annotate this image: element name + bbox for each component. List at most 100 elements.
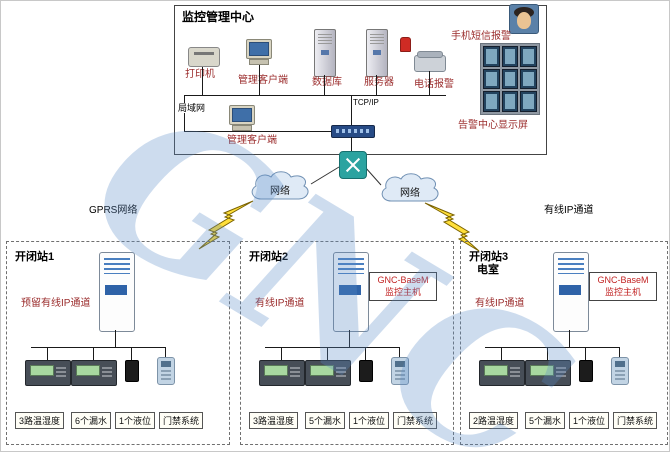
database-label: 数据库: [312, 77, 342, 88]
sms-alarm-label: 手机短信报警: [451, 31, 511, 42]
connector-line: [351, 95, 352, 125]
host-label-line2: 监控主机: [604, 286, 641, 297]
sensor-label: 5个漏水: [305, 412, 346, 429]
access-control-icon: [611, 357, 629, 385]
station3-host-label: GNC-BaseM 监控主机: [589, 272, 657, 302]
station2-title: 开闭站2: [249, 251, 289, 263]
connector-line: [501, 347, 502, 360]
telephone-icon: [414, 51, 446, 72]
connector-line: [265, 347, 400, 348]
station1-title: 开闭站1: [15, 251, 55, 263]
host-label-line1: GNC-BaseM: [597, 275, 649, 285]
connector-line: [281, 347, 282, 360]
station-box-1: 开闭站1 预留有线IP通道 3路温湿度 6个漏水 1个液位 门禁系统: [6, 241, 230, 445]
station2-host-label: GNC-BaseM 监控主机: [369, 272, 437, 302]
connector-line: [131, 347, 132, 360]
sensor-label: 5个漏水: [525, 412, 566, 429]
client1-label: 管理客户端: [238, 75, 288, 86]
water-leak-controller-icon: [305, 360, 351, 386]
connector-line: [202, 67, 203, 95]
liquid-level-sensor-icon: [359, 360, 373, 382]
client-computer2-icon: [229, 105, 255, 131]
monitoring-host-icon: [99, 252, 135, 332]
gprs-network-label: GPRS网络: [89, 205, 138, 216]
cloud-left-label: 网络: [270, 184, 290, 197]
cloud-right-icon: [381, 173, 439, 202]
connector-line: [376, 75, 377, 95]
connector-line: [184, 131, 352, 132]
printer-icon: [188, 47, 220, 67]
station3-channel-label: 有线IP通道: [475, 298, 525, 309]
phone-alarm-label: 电话报警: [414, 79, 454, 90]
wired-channel-label: 有线IP通道: [544, 205, 594, 216]
client2-label: 管理客户端: [227, 135, 277, 146]
temp-humidity-controller-icon: [25, 360, 71, 386]
connector-line: [31, 347, 166, 348]
sensor-label: 1个液位: [115, 412, 156, 429]
station2-channel-label: 有线IP通道: [255, 298, 305, 309]
sensor-label: 2路温湿度: [469, 412, 519, 429]
station3-subtitle: 电室: [477, 264, 499, 276]
sensor-label: 3路温湿度: [249, 412, 299, 429]
connector-line: [365, 347, 366, 360]
connector-line: [165, 347, 166, 360]
connector-line: [351, 137, 352, 151]
printer-label: 打印机: [185, 69, 215, 80]
sensor-label: 6个漏水: [71, 412, 112, 429]
sensor-label: 门禁系统: [613, 412, 658, 429]
lan-bus-line: [184, 95, 446, 96]
connector-line: [585, 347, 586, 360]
cloud-left-icon: [251, 171, 309, 200]
station3-title: 开闭站3: [469, 251, 509, 263]
station-box-2: 开闭站2 有线IP通道 GNC-BaseM 监控主机 3路温湿度 5个漏水 1个…: [240, 241, 454, 445]
core-switch-icon: [339, 151, 367, 179]
connector-line: [310, 166, 340, 185]
sensor-label: 1个液位: [569, 412, 610, 429]
display-wall-label: 告警中心显示屏: [458, 120, 528, 131]
person-photo: [509, 4, 539, 34]
client-computer-icon: [246, 39, 272, 65]
water-leak-controller-icon: [71, 360, 117, 386]
connector-line: [429, 71, 430, 95]
alarm-display-wall-icon: [480, 43, 540, 115]
tcpip-label: TCP/IP: [353, 98, 379, 107]
monitoring-host-icon: [553, 252, 589, 332]
connector-line: [364, 166, 382, 186]
center-title: 监控管理中心: [182, 10, 255, 24]
connector-line: [324, 75, 325, 95]
monitoring-host-icon: [333, 252, 369, 332]
access-control-icon: [391, 357, 409, 385]
lan-label: 局域网: [177, 103, 207, 114]
connector-line: [619, 347, 620, 360]
connector-line: [399, 347, 400, 360]
database-server-icon: [314, 29, 336, 77]
sensor-label: 3路温湿度: [15, 412, 65, 429]
connector-line: [47, 347, 48, 360]
server-label: 服务器: [364, 77, 394, 88]
alarm-beacon-icon: [400, 37, 411, 52]
lan-switch-icon: [331, 125, 375, 138]
connector-line: [93, 347, 94, 360]
liquid-level-sensor-icon: [125, 360, 139, 382]
station-box-3: 开闭站3 电室 有线IP通道 GNC-BaseM 监控主机 2路温湿度 5个漏水…: [460, 241, 668, 445]
connector-line: [485, 347, 620, 348]
host-label-line2: 监控主机: [384, 286, 421, 297]
temp-humidity-controller-icon: [259, 360, 305, 386]
connector-line: [115, 330, 116, 347]
water-leak-controller-icon: [525, 360, 571, 386]
temp-humidity-controller-icon: [479, 360, 525, 386]
liquid-level-sensor-icon: [579, 360, 593, 382]
host-label-line1: GNC-BaseM: [377, 275, 429, 285]
server-icon: [366, 29, 388, 77]
sensor-label: 门禁系统: [393, 412, 438, 429]
connector-line: [259, 65, 260, 95]
sensor-label: 门禁系统: [159, 412, 204, 429]
cloud-right-label: 网络: [400, 186, 420, 199]
connector-line: [569, 330, 570, 347]
connector-line: [547, 347, 548, 360]
connector-line: [327, 347, 328, 360]
sensor-label: 1个液位: [349, 412, 390, 429]
station1-channel-label: 预留有线IP通道: [21, 298, 91, 309]
access-control-icon: [157, 357, 175, 385]
